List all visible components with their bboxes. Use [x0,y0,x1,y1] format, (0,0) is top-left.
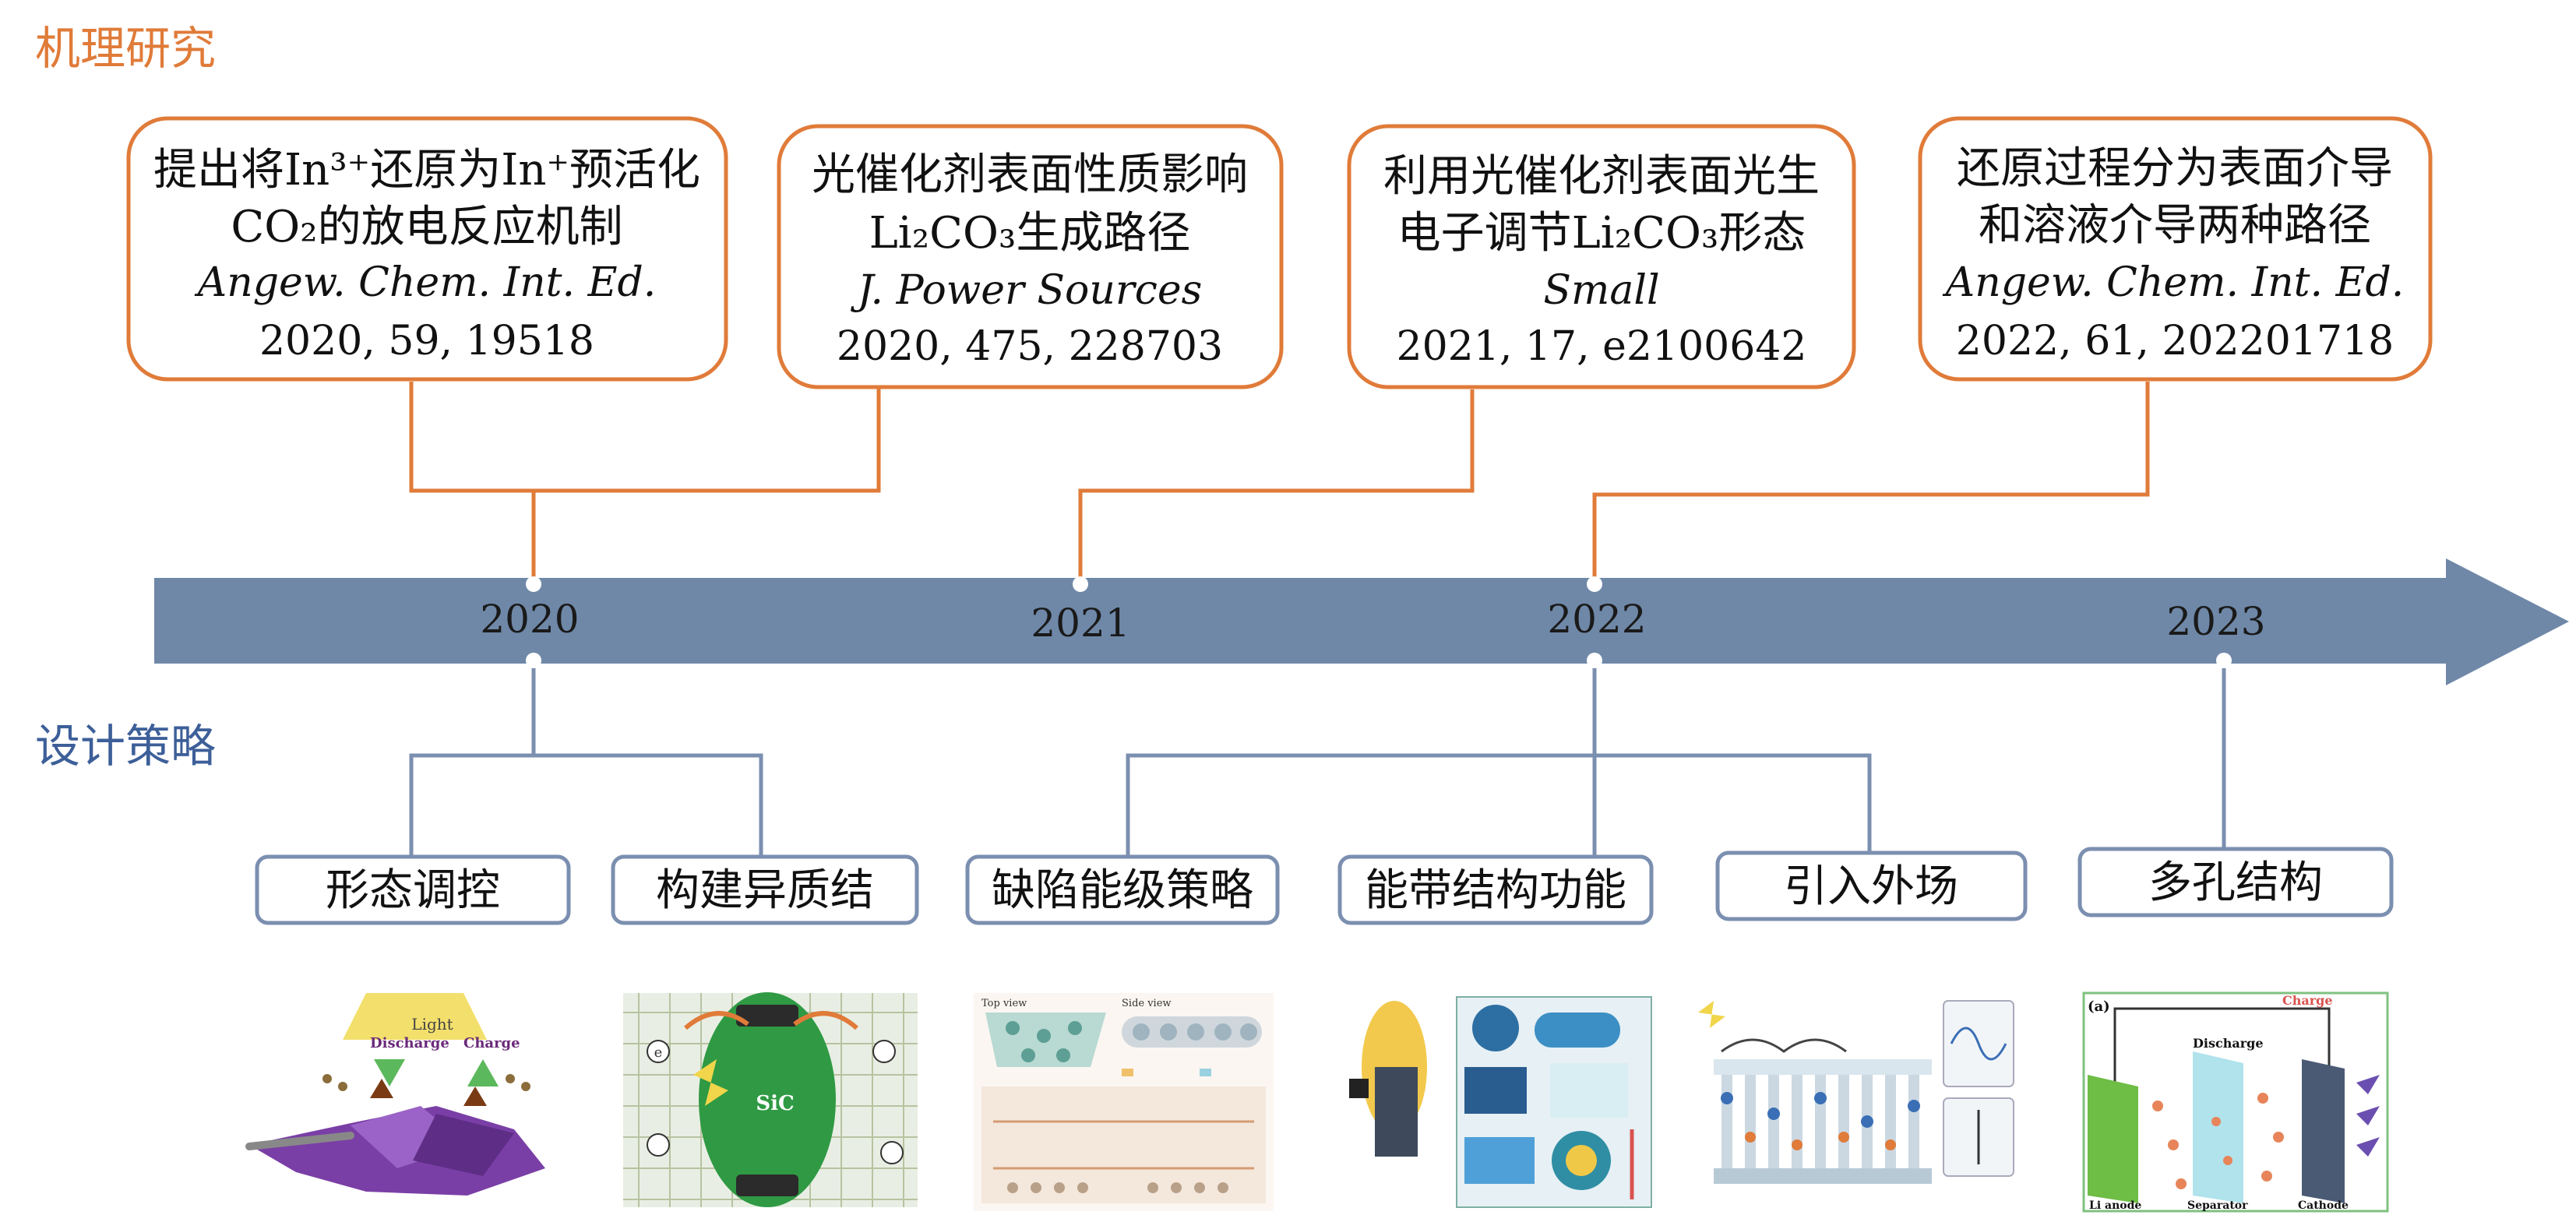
timeline-arrow [154,558,2569,685]
year-label-2021: 2021 [1031,600,1129,646]
fig1-charge-label: Charge [463,1035,520,1051]
paper-box-1: 提出将In³⁺还原为In⁺预活化 CO₂的放电反应机制 Angew. Chem.… [126,116,728,382]
year-label-2020: 2020 [480,597,579,642]
year-label-2023: 2023 [2166,599,2265,644]
fig3-top-view-label: Top view [981,998,1027,1009]
paper-1-journal: Angew. Chem. Int. Ed. [195,259,657,306]
year-node-dots [526,576,2232,668]
strategy-box-6: 多孔结构 [2077,847,2394,917]
paper-4-title-line1: 还原过程分为表面介导 [1957,143,2393,194]
strategy-box-1: 形态调控 [255,854,571,925]
paper-2-journal: J. Power Sources [851,267,1203,314]
figure-morphology: Light Discharge Charge [245,993,545,1196]
figure-porous-structure: (a) Charge Discharge Li anode Separator … [2082,991,2389,1213]
strategy-4-label: 能带结构功能 [1365,865,1626,916]
fig3-side-view-label: Side view [1122,998,1172,1009]
figure-defect-levels: Top view Side view [974,993,1274,1211]
figure-band-structure [1344,993,1655,1211]
paper-1-title-line2: CO₂的放电反应机制 [231,202,622,252]
strategy-2-label: 构建异质结 [656,865,874,916]
fig1-light-label: Light [411,1015,453,1034]
figure-external-field [1690,993,2017,1211]
strategy-box-2: 构建异质结 [611,854,919,925]
paper-3-title-line1: 利用光催化剂表面光生 [1383,151,1820,202]
figure-heterojunction: SiC e [623,992,918,1207]
strategy-5-label: 引入外场 [1784,861,1958,912]
fig6-charge-label: Charge [2282,993,2333,1008]
strategy-1-label: 形态调控 [326,865,500,916]
strategy-box-3: 缺陷能级策略 [965,854,1280,925]
paper-box-2: 光催化剂表面性质影响 Li₂CO₃生成路径 J. Power Sources 2… [777,124,1284,389]
strategy-box-4: 能带结构功能 [1337,854,1654,925]
design-section-title: 设计策略 [35,720,216,773]
paper-1-reference: 2020, 59, 19518 [259,318,594,364]
fig6-cathode-label: Cathode [2298,1199,2349,1212]
paper-4-title-line2: 和溶液介导两种路径 [1979,200,2371,251]
fig6-discharge-label: Discharge [2193,1036,2264,1051]
paper-3-reference: 2021, 17, e2100642 [1397,323,1807,370]
paper-1-title-line1: 提出将In³⁺还原为In⁺预活化 [153,145,700,195]
design-connectors [409,660,2226,857]
paper-box-4: 还原过程分为表面介导 和溶液介导两种路径 Angew. Chem. Int. E… [1918,116,2433,382]
mechanism-section-title: 机理研究 [35,22,216,75]
fig1-discharge-label: Discharge [370,1035,449,1051]
paper-3-title-line2: 电子调节Li₂CO₃形态 [1397,208,1806,259]
paper-box-3: 利用光催化剂表面光生 电子调节Li₂CO₃形态 Small 2021, 17, … [1347,124,1856,389]
fig2-e-label: e [654,1044,663,1061]
year-label-2022: 2022 [1547,597,1646,642]
fig2-sic-label: SiC [756,1092,794,1115]
strategy-6-label: 多孔结构 [2148,858,2323,908]
fig6-separator-label: Separator [2187,1199,2248,1212]
mechanism-connectors [409,382,2150,583]
strategy-box-5: 引入外场 [1715,850,2028,921]
fig6-anode-label: Li anode [2089,1199,2141,1212]
strategy-3-label: 缺陷能级策略 [992,865,1253,916]
paper-3-journal: Small [1543,267,1659,314]
fig6-panel-label: (a) [2088,998,2110,1015]
paper-2-reference: 2020, 475, 228703 [837,323,1223,370]
paper-2-title-line1: 光催化剂表面性质影响 [812,150,1248,200]
paper-2-title-line2: Li₂CO₃生成路径 [869,208,1191,259]
paper-4-journal: Angew. Chem. Int. Ed. [1943,259,2405,306]
paper-4-reference: 2022, 61, 202201718 [1956,318,2394,364]
